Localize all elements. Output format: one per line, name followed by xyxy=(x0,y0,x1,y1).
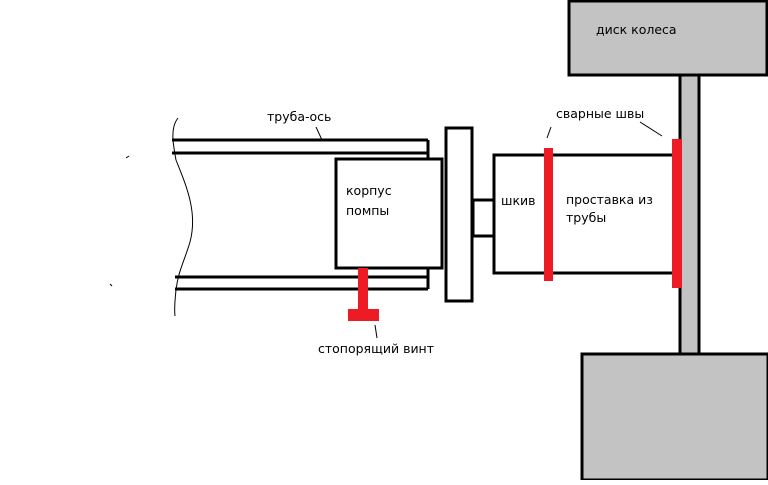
tube-break-tick xyxy=(109,155,130,287)
pump-housing xyxy=(334,157,444,270)
tube-axle-leader xyxy=(315,126,323,141)
weld-seam-right xyxy=(672,139,682,288)
locking-screw-leader xyxy=(374,324,378,339)
weld-leader-left xyxy=(546,126,552,139)
wheel-hub-column xyxy=(678,73,701,356)
connecting-shaft xyxy=(471,198,496,238)
spacer-label-2: трубы xyxy=(566,210,606,225)
tube-break-curve xyxy=(172,117,194,317)
weld-seam-middle xyxy=(544,148,553,281)
wheel-disc-bottom-block xyxy=(580,352,768,482)
wheel-disc-top-block xyxy=(567,0,768,77)
weld-leader-right xyxy=(639,121,663,137)
weld-seams-label: сварные швы xyxy=(556,106,644,121)
locking-screw-head xyxy=(348,309,379,321)
pump-housing-label-1: корпус xyxy=(346,183,392,198)
spacer-label-1: проставка из xyxy=(566,192,653,207)
flange-plate xyxy=(444,126,474,303)
pulley-spacer-body xyxy=(492,153,676,275)
locking-screw-shaft xyxy=(358,268,368,312)
tube-axle-label: труба-ось xyxy=(267,109,331,124)
locking-screw-label: стопорящий винт xyxy=(318,341,434,356)
pump-housing-label-2: помпы xyxy=(346,203,389,218)
pulley-label: шкив xyxy=(501,193,535,208)
wheel-disc-label: диск колеса xyxy=(596,22,677,37)
